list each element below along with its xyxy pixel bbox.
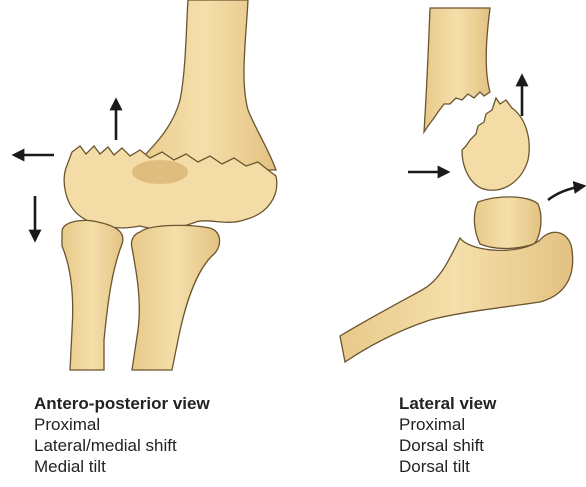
lat-forearm <box>340 232 573 362</box>
lateral-caption: Lateral view Proximal Dorsal shift Dorsa… <box>399 393 496 477</box>
ap-caption: Antero-posterior view Proximal Lateral/m… <box>34 393 210 477</box>
ap-ulna <box>131 225 219 370</box>
ap-radius <box>62 220 123 370</box>
lateral-caption-heading: Lateral view <box>399 393 496 414</box>
ap-view <box>14 0 277 370</box>
ap-caption-line: Proximal <box>34 414 210 435</box>
ap-caption-heading: Antero-posterior view <box>34 393 210 414</box>
lat-radial-head <box>474 197 541 249</box>
lateral-caption-line: Dorsal tilt <box>399 456 496 477</box>
lateral-caption-line: Dorsal shift <box>399 435 496 456</box>
ap-humerus-shaft <box>130 0 276 170</box>
lat-humerus-shaft <box>424 8 490 132</box>
ap-caption-line: Medial tilt <box>34 456 210 477</box>
lateral-view <box>340 8 584 362</box>
lateral-caption-line: Proximal <box>399 414 496 435</box>
lat-dorsal-tilt-arrow <box>548 186 584 200</box>
ap-caption-line: Lateral/medial shift <box>34 435 210 456</box>
ap-shaft-shadow <box>132 160 188 184</box>
lat-distal-fragment <box>462 98 529 190</box>
